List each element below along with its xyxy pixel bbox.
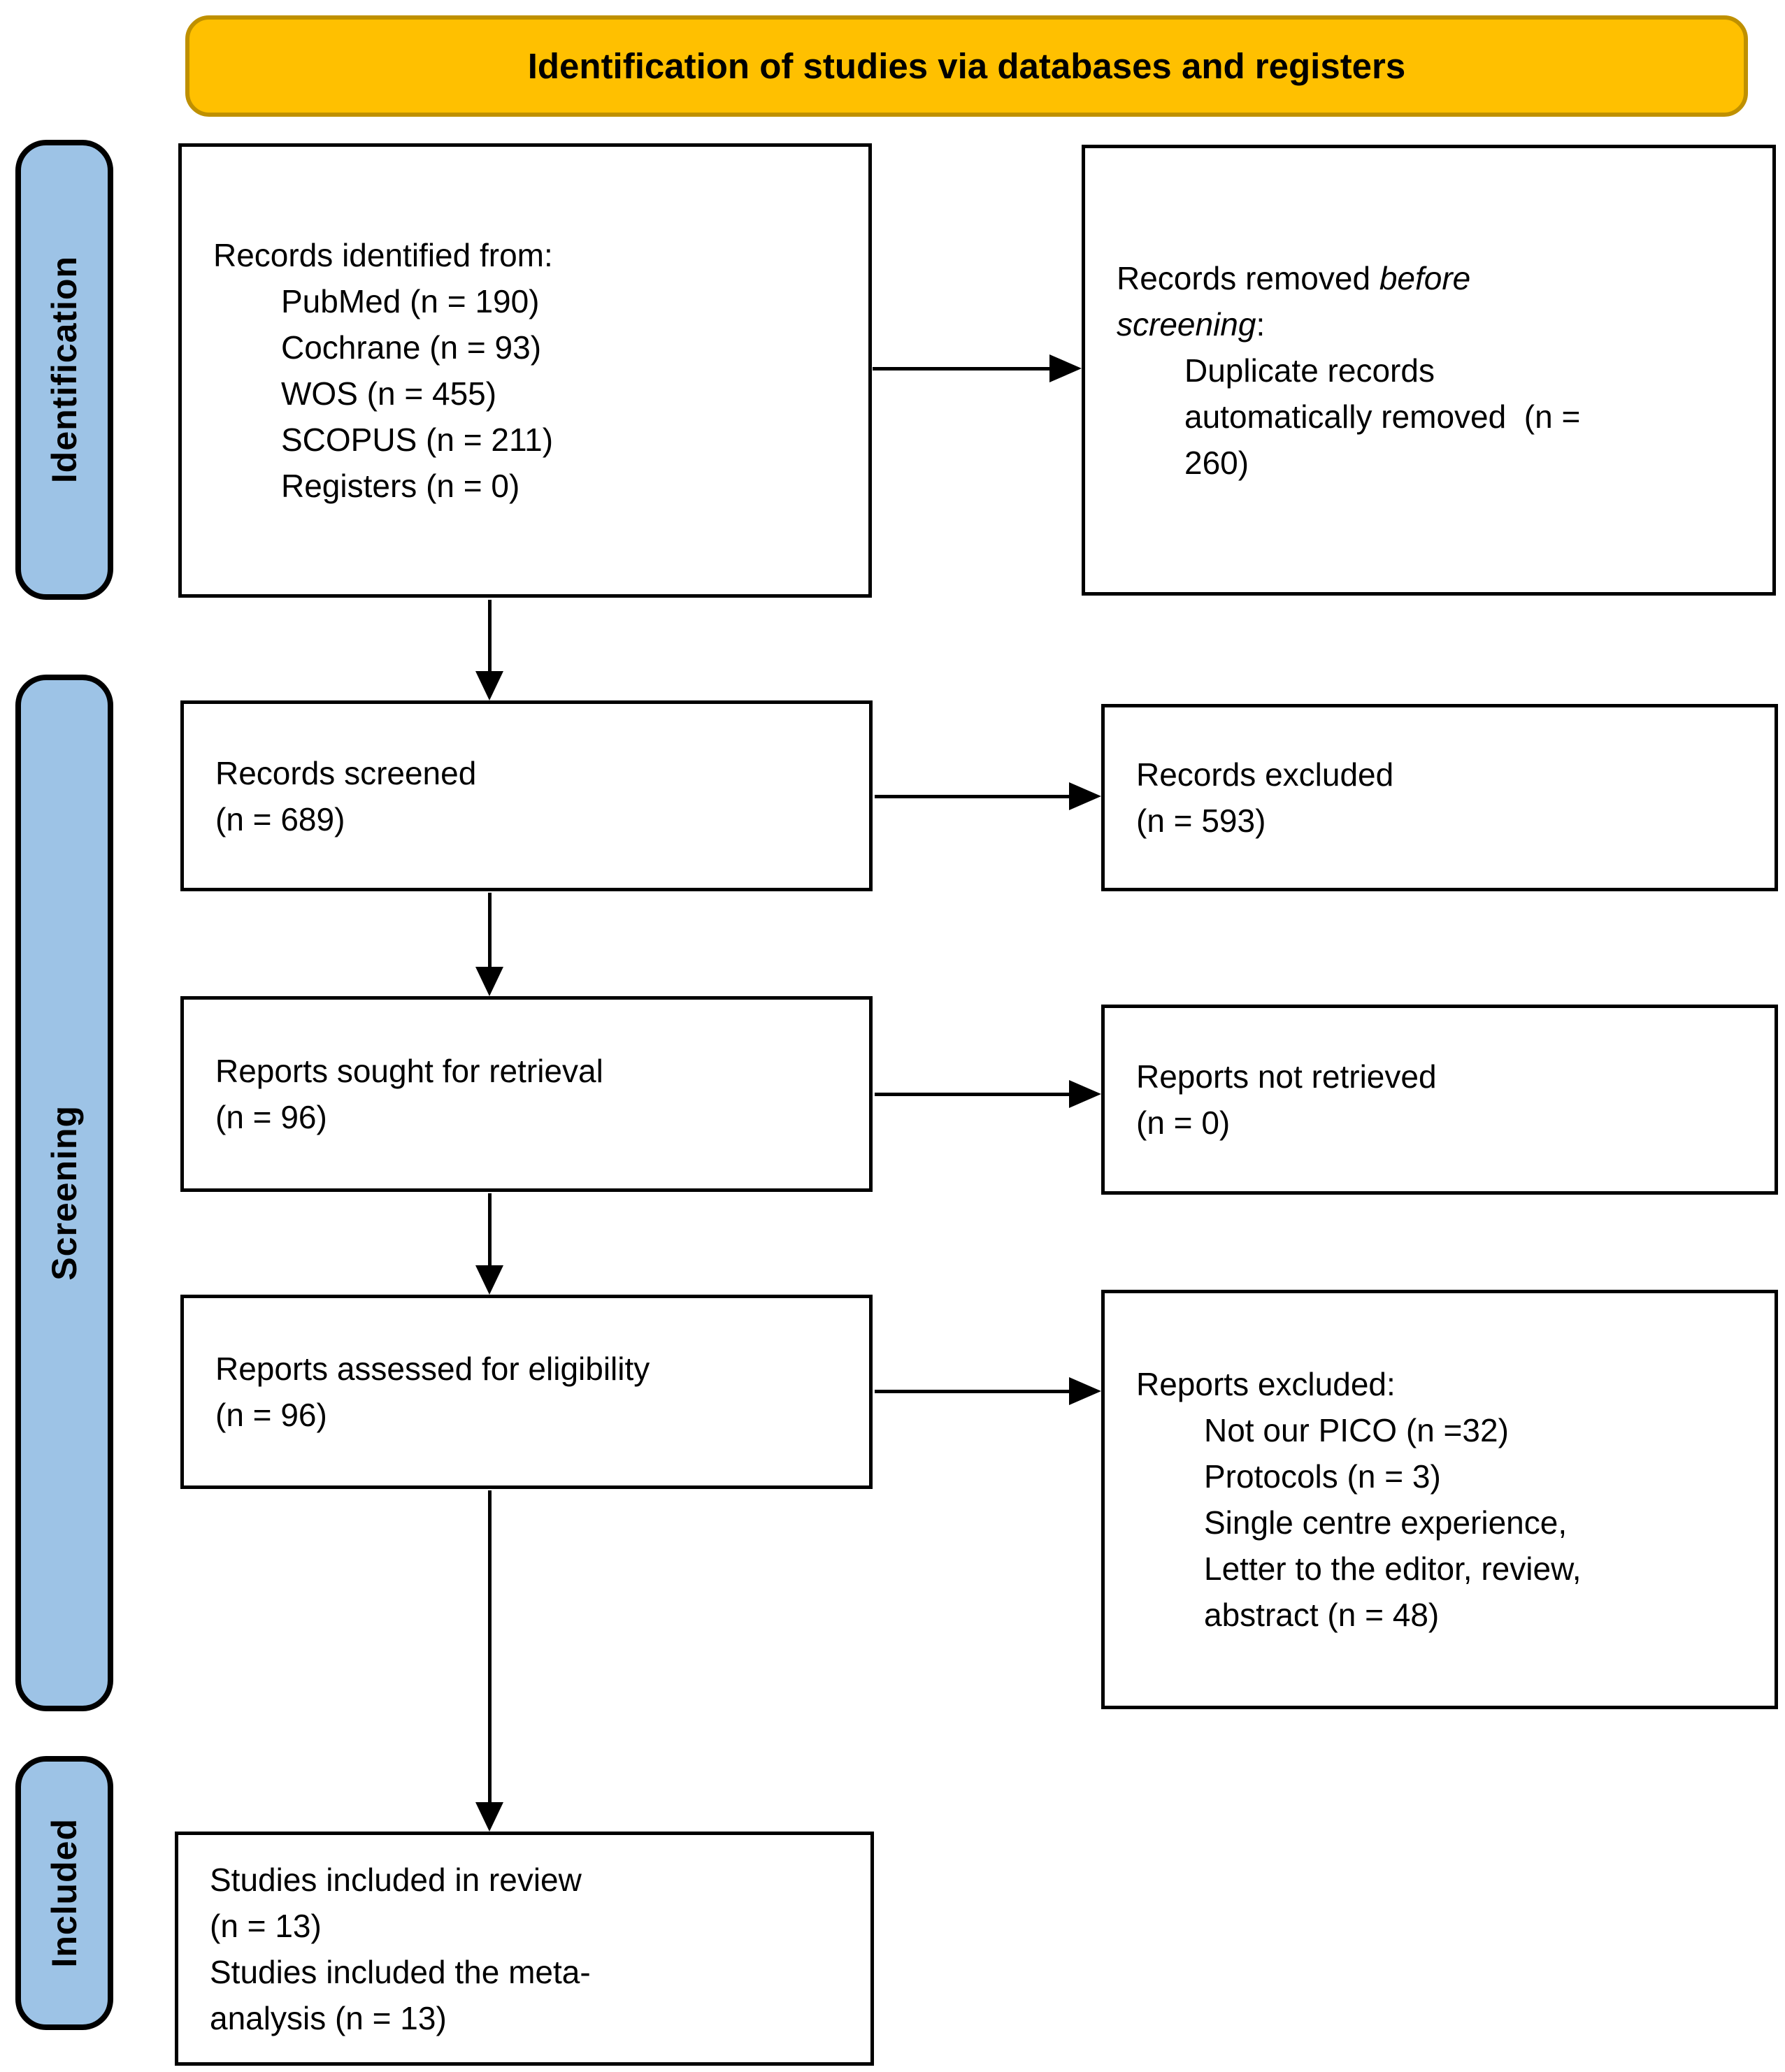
box-records-excluded: Records excluded (n = 593) xyxy=(1101,704,1778,891)
arrow-head-down-icon xyxy=(475,671,503,700)
exclusion-reason-pico: Not our PICO (n =32) xyxy=(1204,1412,1509,1448)
studies-included-review-count: (n = 13) xyxy=(210,1907,322,1944)
stage-bar-screening: Screening xyxy=(15,675,113,1711)
box-reports-assessed: Reports assessed for eligibility (n = 96… xyxy=(180,1295,873,1489)
box-reports-sought: Reports sought for retrieval (n = 96) xyxy=(180,996,873,1192)
reports-not-retrieved-count: (n = 0) xyxy=(1136,1105,1231,1141)
box-title-line-1: Records removed before xyxy=(1117,259,1471,296)
exclusion-reason-other-line-3: abstract (n = 48) xyxy=(1204,1597,1440,1633)
box-studies-included: Studies included in review (n = 13) Stud… xyxy=(175,1832,874,2066)
database-count-wos: WOS (n = 455) xyxy=(281,375,497,412)
box-records-removed-before-screening: Records removed before screening: Duplic… xyxy=(1082,145,1776,596)
studies-included-meta-line-2: analysis (n = 13) xyxy=(210,1999,447,2036)
reports-excluded-title: Reports excluded: xyxy=(1136,1366,1396,1402)
records-screened-label: Records screened xyxy=(215,754,477,791)
reports-assessed-count: (n = 96) xyxy=(215,1397,327,1433)
database-count-registers: Registers (n = 0) xyxy=(281,468,520,504)
stage-bar-identification: Identification xyxy=(15,140,113,600)
box-title: Records identified from: xyxy=(213,237,553,273)
box-records-identified: Records identified from: PubMed (n = 190… xyxy=(178,143,872,598)
arrow-head-down-icon xyxy=(475,1265,503,1295)
stage-label-identification: Identification xyxy=(45,256,84,484)
records-excluded-label: Records excluded xyxy=(1136,756,1394,793)
arrow-head-right-icon xyxy=(1069,782,1101,810)
stage-bar-included: Included xyxy=(15,1756,113,2030)
exclusion-reason-other-line-1: Single centre experience, xyxy=(1204,1504,1568,1541)
database-count-pubmed: PubMed (n = 190) xyxy=(281,283,540,319)
arrow-head-right-icon xyxy=(1069,1080,1101,1108)
box-title-line-2: screening: xyxy=(1117,305,1266,343)
box-reports-excluded: Reports excluded: Not our PICO (n =32) P… xyxy=(1101,1290,1778,1709)
studies-included-review-label: Studies included in review xyxy=(210,1861,582,1898)
database-count-scopus: SCOPUS (n = 211) xyxy=(281,422,554,458)
reports-sought-count: (n = 96) xyxy=(215,1099,327,1135)
arrow-head-right-icon xyxy=(1049,354,1082,382)
stage-label-included: Included xyxy=(45,1818,84,1968)
exclusion-reason-protocols: Protocols (n = 3) xyxy=(1204,1458,1441,1495)
arrow-head-right-icon xyxy=(1069,1377,1101,1405)
banner-title: Identification of studies via databases … xyxy=(527,46,1406,86)
arrow-head-down-icon xyxy=(475,1802,503,1832)
reports-assessed-label: Reports assessed for eligibility xyxy=(215,1351,650,1387)
duplicates-removed-line-1: Duplicate records xyxy=(1184,352,1435,389)
exclusion-reason-other-line-2: Letter to the editor, review, xyxy=(1204,1551,1582,1587)
stage-label-screening: Screening xyxy=(45,1105,84,1281)
database-count-cochrane: Cochrane (n = 93) xyxy=(281,329,542,366)
records-excluded-count: (n = 593) xyxy=(1136,803,1266,839)
duplicates-removed-line-2: automatically removed (n = xyxy=(1184,398,1581,435)
studies-included-meta-line-1: Studies included the meta- xyxy=(210,1953,591,1990)
arrow-head-down-icon xyxy=(475,967,503,996)
reports-sought-label: Reports sought for retrieval xyxy=(215,1053,603,1089)
banner: Identification of studies via databases … xyxy=(185,15,1748,117)
duplicates-removed-line-3: 260) xyxy=(1184,444,1249,481)
box-records-screened: Records screened (n = 689) xyxy=(180,700,873,891)
reports-not-retrieved-label: Reports not retrieved xyxy=(1136,1058,1437,1095)
box-reports-not-retrieved: Reports not retrieved (n = 0) xyxy=(1101,1005,1778,1195)
records-screened-count: (n = 689) xyxy=(215,800,345,837)
